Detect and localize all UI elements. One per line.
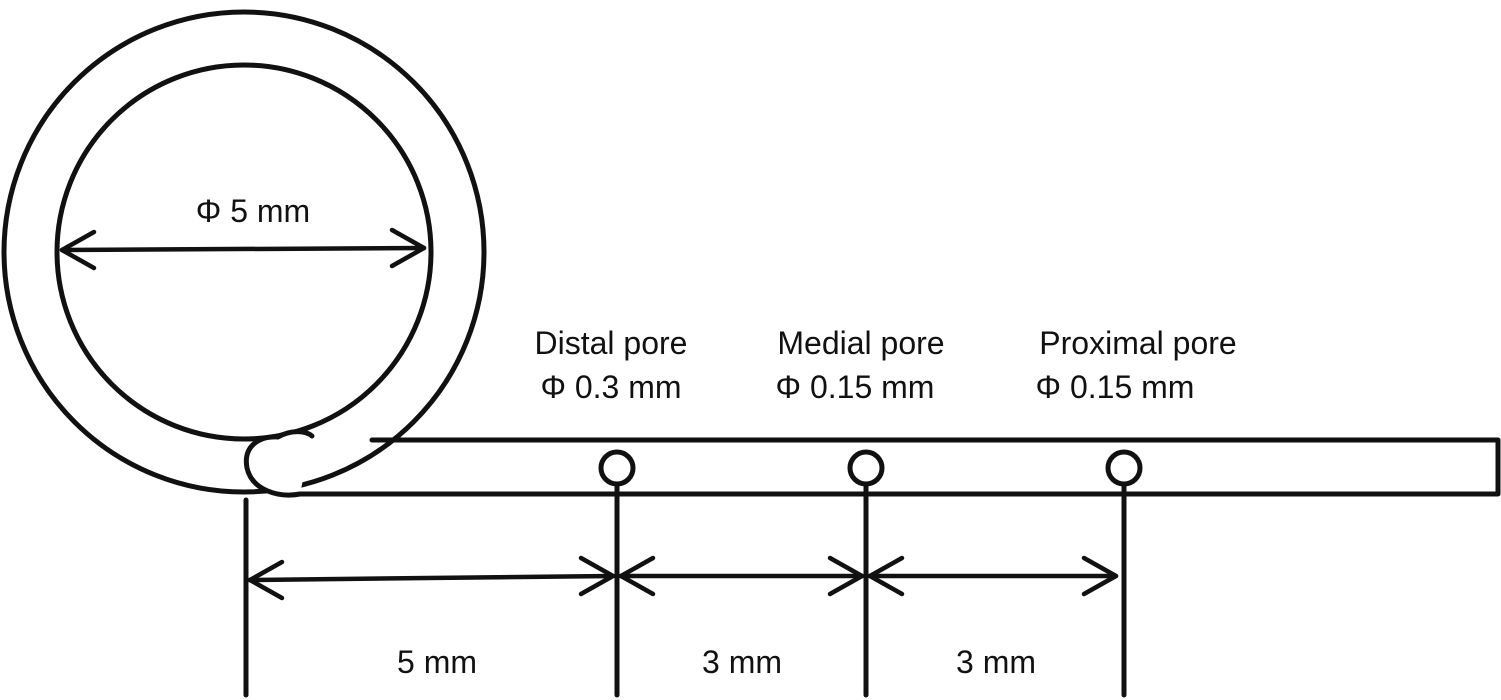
proximal-pore-hole (1105, 449, 1143, 487)
spacing-arrow-2-head-right (827, 555, 865, 597)
loop-diameter-arrowhead-left (59, 229, 97, 271)
spacing-arrow-2 (618, 555, 865, 597)
catheter-tube (243, 429, 1501, 498)
spacing-arrow-1 (247, 555, 616, 601)
spacing-arrow-3 (867, 555, 1119, 597)
medial-pore-name: Medial pore (777, 325, 944, 361)
medial-pore-diameter: Φ 0.15 mm (776, 369, 935, 405)
loop-diameter-arrowhead-right (389, 227, 427, 269)
spacing-arrows (247, 555, 1119, 601)
loop-inner-circle (54, 62, 434, 442)
loop-diameter-label: Φ 5 mm (196, 193, 310, 229)
spacing-arrow-3-head-right (1081, 555, 1119, 597)
reference-lines (243, 481, 1127, 698)
spacing-arrow-3-head-left (867, 555, 905, 597)
spacing-label-3: 3 mm (956, 644, 1036, 680)
spacing-label-2: 3 mm (702, 644, 782, 680)
distal-pore-hole (598, 449, 636, 487)
loop-diameter-line (59, 245, 427, 253)
labels: Φ 5 mm Distal pore Φ 0.3 mm Medial pore … (196, 193, 1237, 680)
proximal-pore-diameter: Φ 0.15 mm (1036, 369, 1195, 405)
distal-pore-name: Distal pore (535, 325, 688, 361)
loop-outer-circle (1, 9, 487, 495)
spacing-arrow-1-head-right (578, 555, 616, 597)
spacing-arrow-1-head-left (247, 559, 285, 601)
pigtail-loop (1, 9, 487, 495)
spacing-label-1: 5 mm (397, 644, 477, 680)
proximal-pore-name: Proximal pore (1039, 325, 1236, 361)
tube-tip (243, 429, 315, 498)
distal-pore-diameter: Φ 0.3 mm (540, 369, 681, 405)
spacing-arrow-2-head-left (618, 555, 656, 597)
medial-pore-hole (847, 449, 885, 487)
spacing-arrow-1-line (247, 573, 616, 583)
pore-holes (598, 449, 1143, 487)
loop-diameter-arrow (59, 227, 427, 271)
tube-outline (297, 437, 1501, 497)
